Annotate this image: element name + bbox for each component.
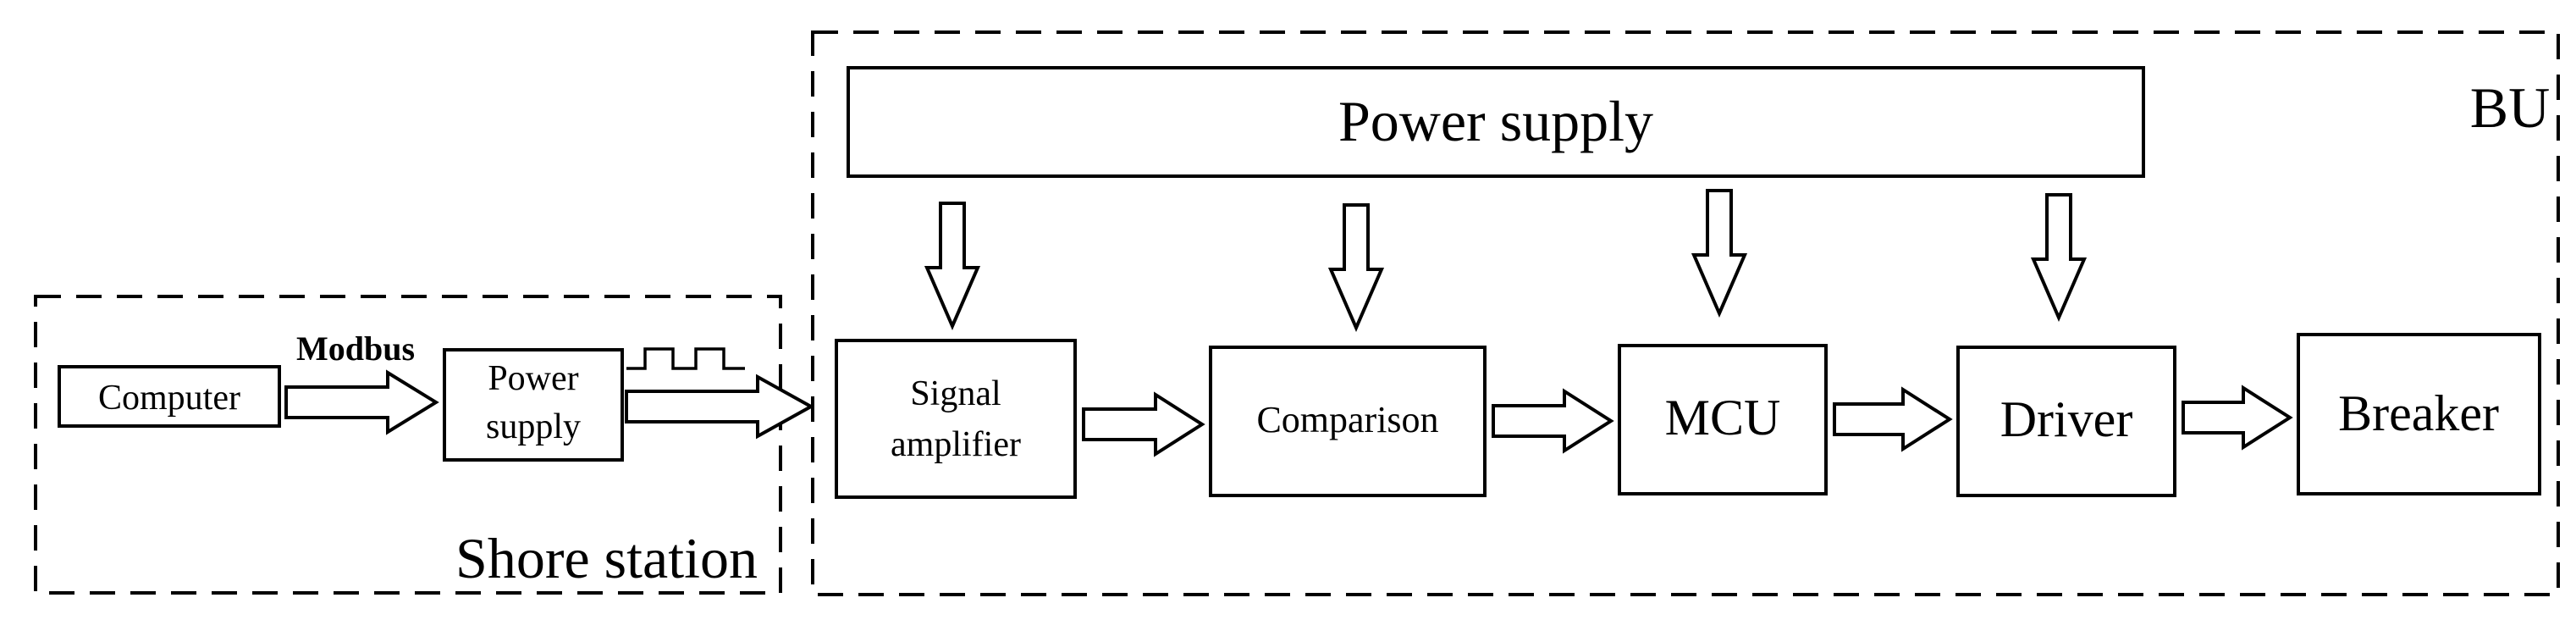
- signal-amplifier-block: Signal amplifier: [835, 339, 1077, 499]
- breaker-block: Breaker: [2297, 333, 2541, 495]
- arrow-power-to-mcu: [1691, 189, 1748, 318]
- shore-station-label: Shore station: [455, 526, 758, 590]
- comparison-block: Comparison: [1209, 346, 1487, 497]
- computer-label: Computer: [98, 379, 240, 418]
- arrow-power-to-driver: [2030, 193, 2088, 323]
- breaker-label: Breaker: [2338, 385, 2499, 441]
- pulse-waveform-icon: [626, 347, 745, 370]
- bu-label: BU: [2470, 75, 2550, 140]
- arrow-computer-to-power-supply: [284, 369, 439, 435]
- bu-boundary: [811, 30, 2560, 596]
- bu-power-supply-label: Power supply: [1338, 89, 1653, 153]
- arrow-power-to-signal-amplifier: [924, 202, 981, 331]
- arrow-power-to-comparison: [1327, 203, 1385, 333]
- arrow-comparison-to-mcu: [1492, 388, 1614, 454]
- computer-block: Computer: [58, 365, 281, 428]
- mcu-label: MCU: [1665, 390, 1781, 446]
- driver-label: Driver: [2000, 391, 2133, 447]
- shore-station-boundary: [34, 295, 782, 595]
- arrow-driver-to-breaker: [2182, 385, 2293, 451]
- mcu-block: MCU: [1618, 344, 1828, 495]
- bu-power-supply-block: Power supply: [847, 66, 2145, 178]
- shore-power-supply-label-line2: supply: [486, 407, 581, 446]
- shore-power-supply-block: Power supply: [443, 348, 624, 462]
- modbus-label: Modbus: [296, 329, 415, 368]
- arrow-signal-amplifier-to-comparison: [1082, 391, 1205, 457]
- shore-power-supply-label-line1: Power: [488, 359, 578, 398]
- arrow-shore-to-bu: [625, 374, 815, 440]
- arrow-mcu-to-driver: [1833, 386, 1953, 452]
- comparison-label: Comparison: [1256, 399, 1438, 440]
- driver-block: Driver: [1956, 346, 2176, 497]
- signal-amplifier-label-line2: amplifier: [891, 425, 1021, 464]
- signal-amplifier-label-line1: Signal: [910, 374, 1001, 413]
